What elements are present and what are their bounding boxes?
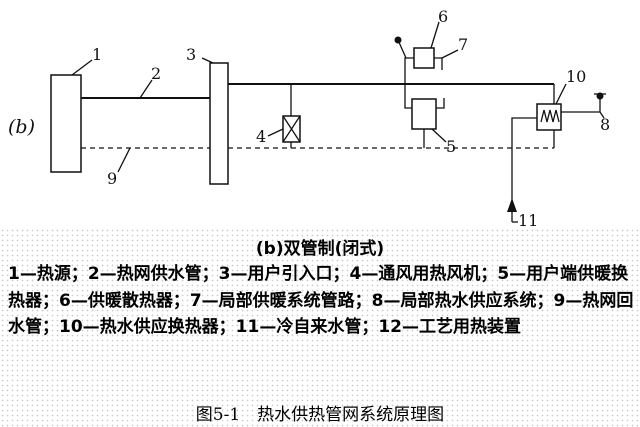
subfigure-label: (b) <box>8 116 35 138</box>
leader-5 <box>431 128 447 143</box>
leader-7 <box>441 49 459 59</box>
figure-caption: 图5-1 热水供热管网系统原理图 <box>195 405 445 425</box>
label-local-heating-loop: 7 <box>458 35 468 54</box>
caption-title: (b)双管制(闭式) <box>255 239 385 259</box>
label-local-hot-water: 8 <box>600 115 610 134</box>
leader-9 <box>117 147 131 173</box>
fan-heater-cross-b <box>282 115 301 143</box>
dhw-exchanger-coil <box>540 109 560 123</box>
heat-source-box <box>50 74 82 173</box>
label-heat-source: 1 <box>92 45 102 64</box>
radiator-valve-stem <box>397 39 407 59</box>
caption-panel: (b)双管制(闭式) 1—热源；2—热网供水管；3—用户引入口；4—通风用热风机… <box>0 228 640 427</box>
radiator-box <box>413 47 435 69</box>
label-user-entrance: 3 <box>186 45 196 64</box>
label-user-heat-exchanger: 5 <box>446 137 456 156</box>
label-return-pipe: 9 <box>107 169 117 188</box>
user-entrance-box <box>209 62 229 185</box>
label-fan-heater: 4 <box>256 127 266 146</box>
heating-network-diagram: (b) 1 2 3 4 5 6 7 8 9 10 11 <box>8 7 610 228</box>
dhw-exchanger-box <box>536 103 562 131</box>
label-dhw-exchanger: 10 <box>566 67 586 86</box>
leader-3 <box>201 57 214 64</box>
label-radiator: 6 <box>438 7 448 26</box>
legend-text: 1—热源；2—热网供水管；3—用户引入口；4—通风用热风机；5—用户端供暖换热器… <box>8 264 634 337</box>
leader-8 <box>599 111 605 119</box>
leader-2 <box>139 79 153 99</box>
cold-water-pipe <box>511 117 537 222</box>
leader-6 <box>430 21 440 49</box>
local-hot-water-pipe <box>561 98 601 113</box>
user-heat-exchanger-box <box>411 98 437 130</box>
leader-10 <box>555 83 567 105</box>
label-cold-water-pipe: 11 <box>518 211 538 228</box>
leader-4 <box>267 128 284 137</box>
label-supply-pipe: 2 <box>151 64 161 83</box>
leader-1 <box>71 59 93 76</box>
cold-water-arrow <box>507 198 517 212</box>
